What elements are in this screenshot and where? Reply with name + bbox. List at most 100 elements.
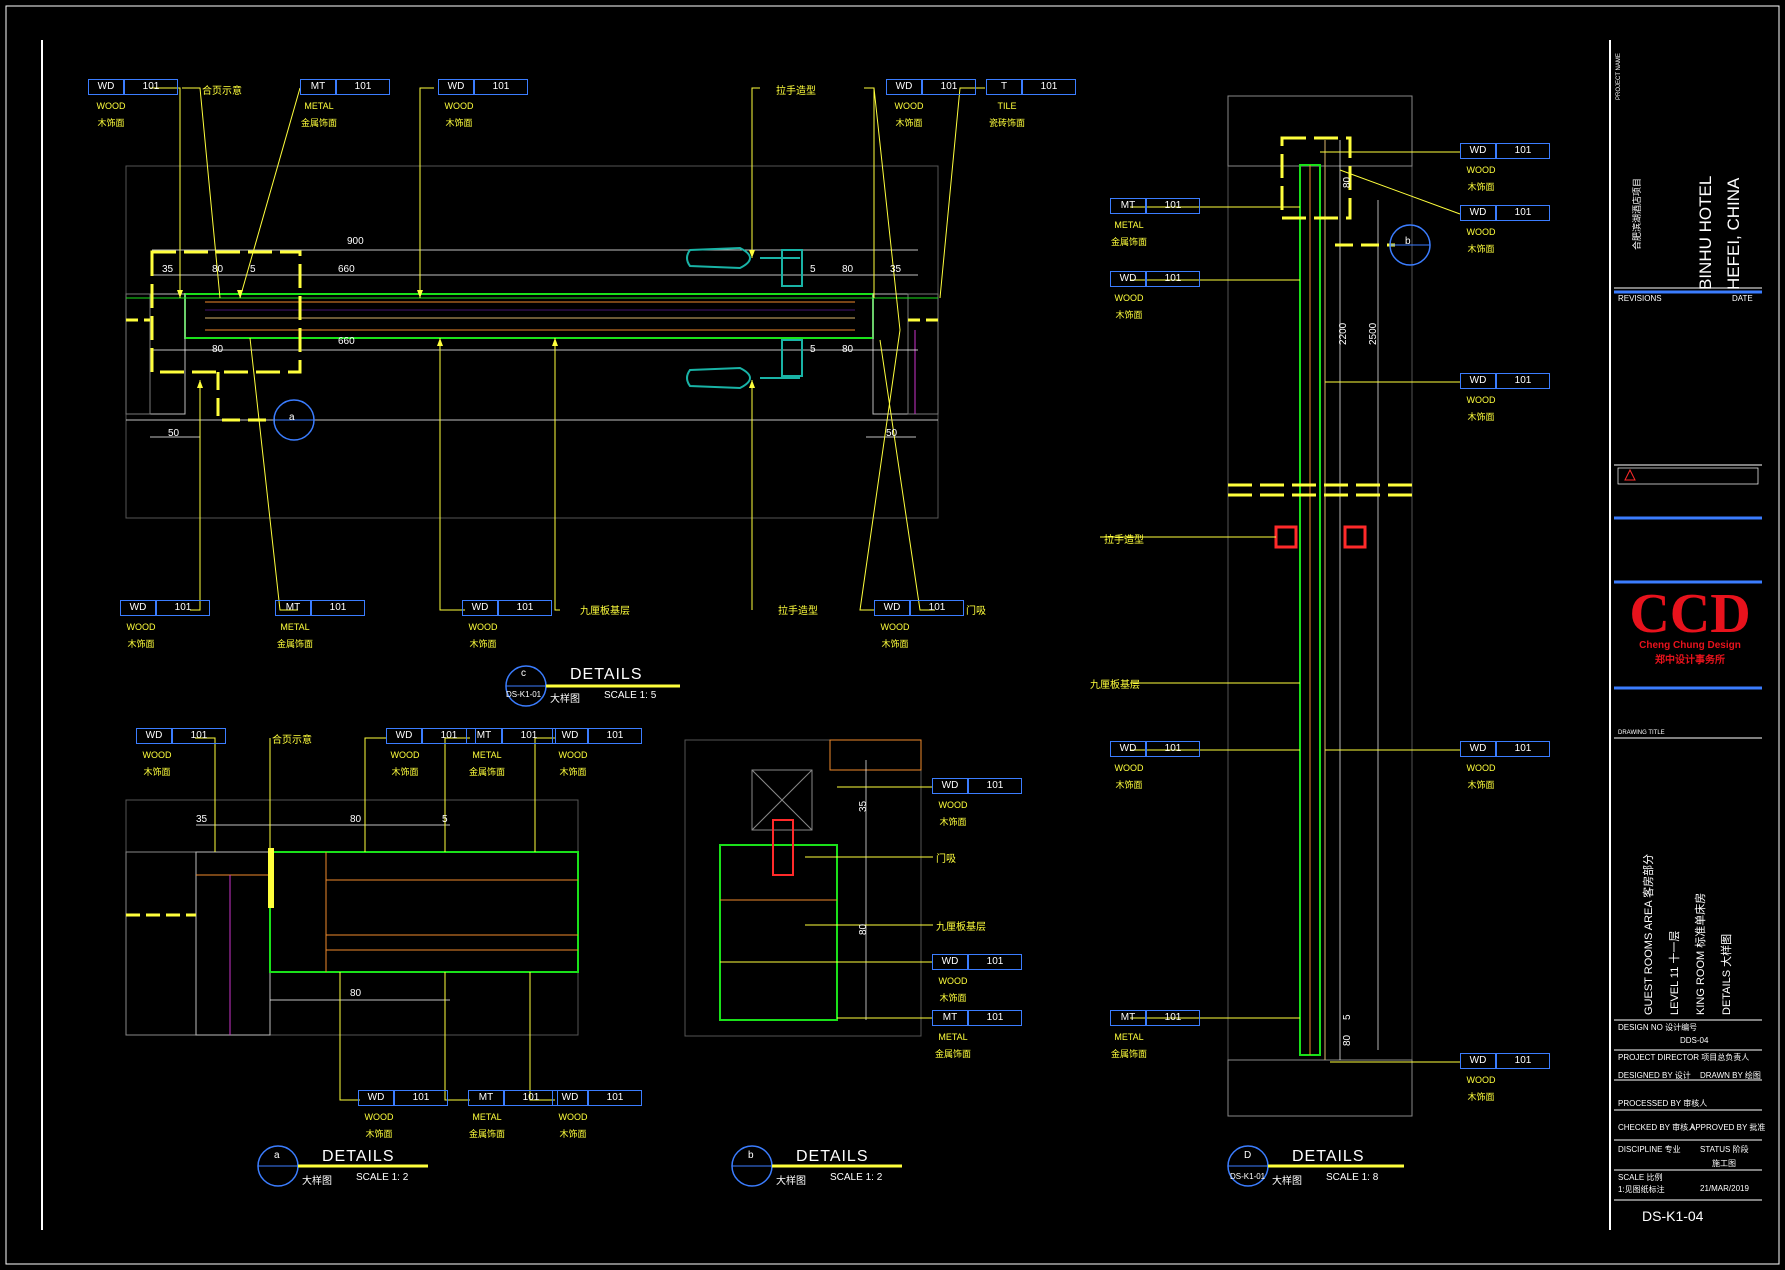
dim-label: 5 <box>810 344 816 355</box>
detail-title: DETAILS <box>322 1148 395 1165</box>
dim-label: 35 <box>196 814 208 825</box>
processed-by: PROCESSED BY 审核人 <box>1618 1099 1708 1108</box>
detail-c-title-graphic <box>505 665 680 707</box>
revisions-label: REVISIONS <box>1618 294 1662 303</box>
section-bubble-label: b <box>1405 236 1411 247</box>
drawing-title-line: LEVEL 11 十一层 <box>1669 930 1681 1015</box>
detail-sub: 大样图 <box>550 694 580 705</box>
dim-label: 5 <box>250 264 256 275</box>
note-plywood: 九厘板基层 <box>1090 680 1140 691</box>
note-hinge: 合页示意 <box>202 86 242 97</box>
detail-scale: SCALE 1: 2 <box>356 1172 409 1183</box>
detail-D-title-graphic <box>1227 1145 1404 1187</box>
detail-D-drawing <box>1100 95 1461 1117</box>
discipline-label: DISCIPLINE 专业 <box>1618 1145 1681 1154</box>
detail-scale: SCALE 1: 2 <box>830 1172 883 1183</box>
dim-label: 80 <box>842 264 854 275</box>
sheet-number: DS-K1-04 <box>1642 1208 1704 1224</box>
dim-label: 50 <box>168 428 180 439</box>
drawn-by: DRAWN BY 绘图 <box>1700 1071 1761 1080</box>
dim-label: 80 <box>350 988 362 999</box>
detail-sub: 大样图 <box>776 1176 806 1187</box>
dim-label: 80 <box>212 264 224 275</box>
project-name-label: PROJECT NAME <box>1616 53 1622 100</box>
status-value: 施工图 <box>1712 1159 1736 1168</box>
dim-label: 5 <box>1342 1014 1353 1020</box>
note-hinge: 合页示意 <box>272 735 312 746</box>
date-label: DATE <box>1732 294 1753 303</box>
dim-label: 80 <box>1342 176 1353 188</box>
dim-label: 5 <box>810 264 816 275</box>
dim-label: 900 <box>347 236 364 247</box>
dim-label: 80 <box>212 344 224 355</box>
detail-title: DETAILS <box>570 666 643 683</box>
detail-bubble: a <box>274 1150 280 1161</box>
project-line1: BINHU HOTEL <box>1696 175 1715 290</box>
detail-c-drawing <box>125 87 985 611</box>
detail-a-drawing <box>125 737 579 1101</box>
dim-label: 80 <box>858 923 869 935</box>
dim-label: 80 <box>842 344 854 355</box>
note-handle: 拉手造型 <box>776 86 816 97</box>
detail-b-drawing <box>684 739 933 1037</box>
drawing-title-line: DETAILS 大样图 <box>1721 933 1733 1015</box>
drawing-title-line: KING ROOM 标准单床房 <box>1695 892 1707 1015</box>
note-plywood: 九厘板基层 <box>580 606 630 617</box>
project-line2: HEFEI, CHINA <box>1724 177 1743 290</box>
detail-title: DETAILS <box>1292 1148 1365 1165</box>
dim-label: 80 <box>350 814 362 825</box>
note-door-stop: 门吸 <box>966 606 986 617</box>
detail-scale: SCALE 1: 5 <box>604 690 657 701</box>
designed-by: DESIGNED BY 设计 <box>1618 1071 1691 1080</box>
detail-title: DETAILS <box>796 1148 869 1165</box>
detail-scale: SCALE 1: 8 <box>1326 1172 1379 1183</box>
scale-value: 1:见图纸标注 <box>1618 1185 1665 1194</box>
dim-label: 2500 <box>1368 322 1379 345</box>
drawing-title-label: DRAWING TITLE <box>1618 730 1665 736</box>
status-label: STATUS 阶段 <box>1700 1145 1749 1154</box>
dim-label: 35 <box>162 264 174 275</box>
detail-sub: 大样图 <box>302 1176 332 1187</box>
detail-b-title-graphic <box>731 1145 902 1187</box>
dim-label: 5 <box>442 814 448 825</box>
detail-bubble: b <box>748 1150 754 1161</box>
design-no-label: DESIGN NO 设计编号 <box>1618 1023 1698 1032</box>
detail-bubble: D <box>1244 1150 1252 1161</box>
scale-label: SCALE 比例 <box>1618 1173 1663 1182</box>
